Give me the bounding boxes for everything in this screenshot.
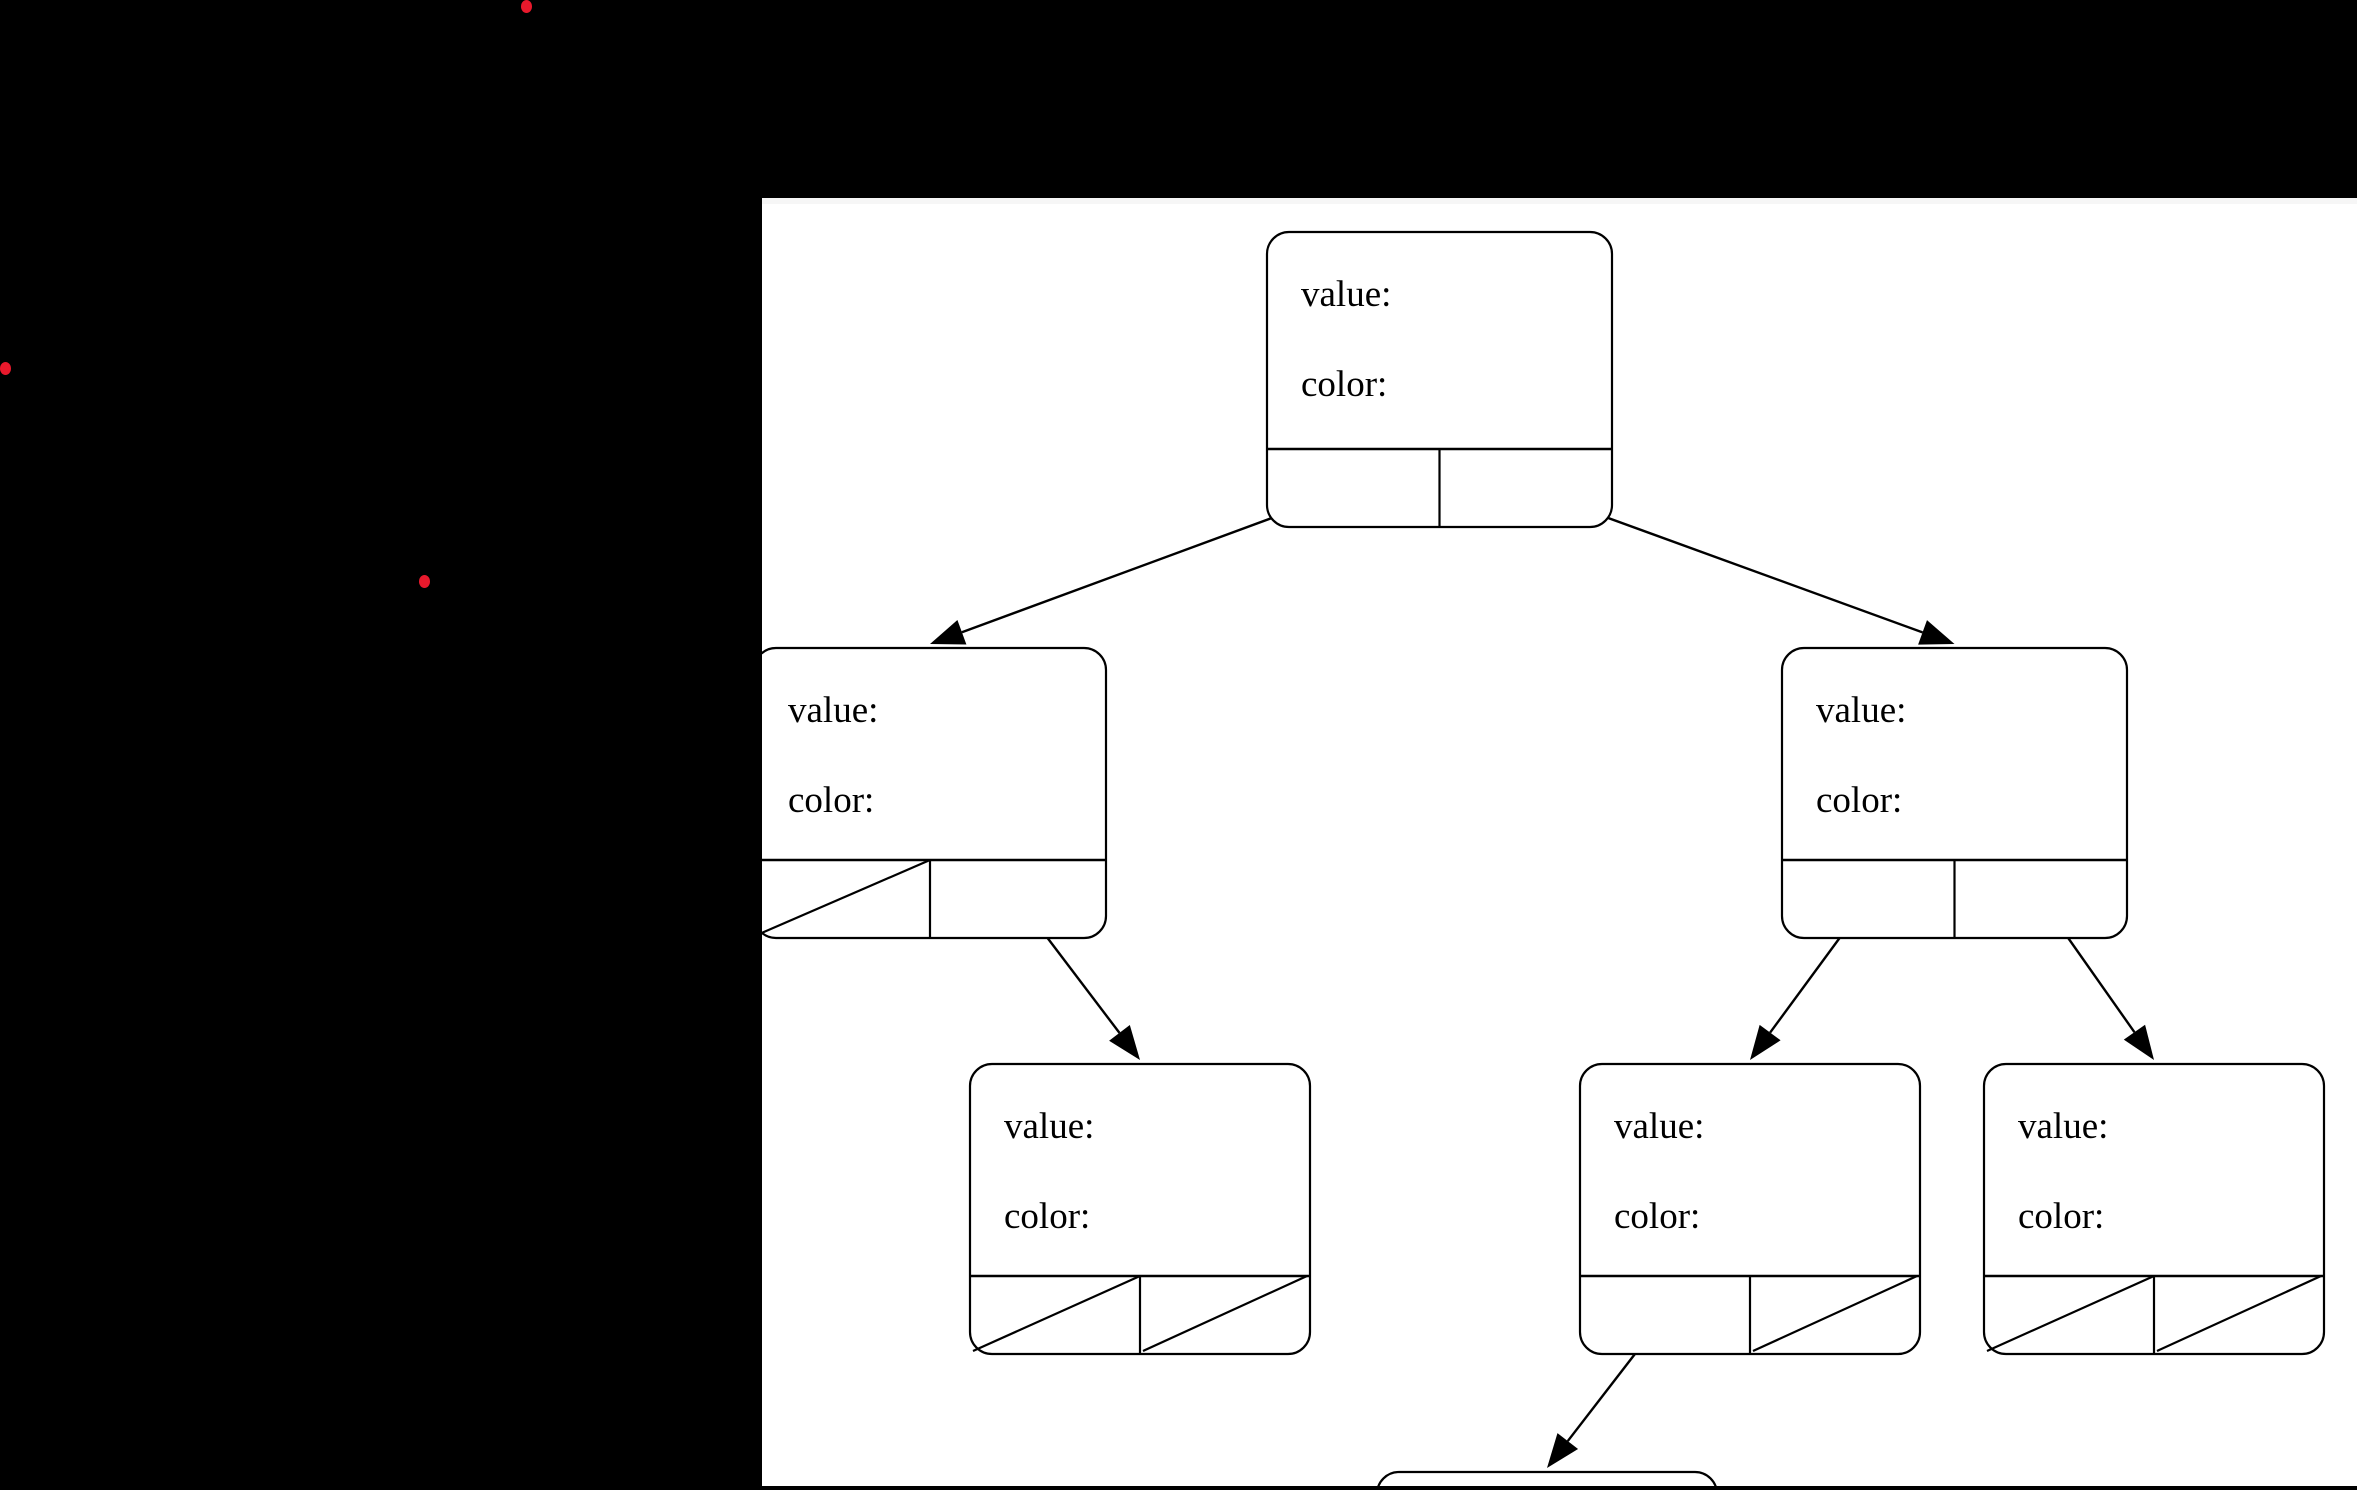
node-left-color-label: color: <box>788 780 874 821</box>
marker-top <box>521 0 532 13</box>
node-right-left[interactable]: value: color: <box>1578 1062 1922 1356</box>
node-right-left-left[interactable]: value:color: <box>1377 1470 1717 1486</box>
node-layer: value: color: value: color: value: color: valu… <box>762 230 2326 1486</box>
node-right-left-color-label: color: <box>1614 1196 1700 1237</box>
node-left[interactable]: value: color: <box>762 646 1108 940</box>
marker-middle <box>419 575 430 588</box>
node-right-color-label: color: <box>1816 780 1902 821</box>
node-right-value-label: value: <box>1816 690 1906 731</box>
edge-right-to-right-left-arrowhead <box>1750 1024 1781 1060</box>
edge-root-to-right-arrowhead <box>1918 620 1955 645</box>
edge-right-to-right-right-arrowhead <box>2123 1024 2154 1060</box>
node-left-right[interactable]: value: color: <box>968 1062 1312 1356</box>
node-right-right-color-label: color: <box>2018 1196 2104 1237</box>
node-left-right-right-null-slash <box>1142 1274 1308 1353</box>
edge-left-to-left-right-arrowhead <box>1109 1025 1140 1060</box>
diagram-canvas-panel[interactable]: value: color: value: color: value: color: valu… <box>762 204 2357 1486</box>
binary-tree-diagram: value: color: value: color: value: color: valu… <box>762 230 2326 1486</box>
node-right-right[interactable]: value: color: <box>1982 1062 2326 1356</box>
node-root[interactable]: value: color: <box>1265 230 1614 529</box>
node-right-right-right-null-slash <box>2156 1274 2322 1353</box>
node-left-right-left-null-slash <box>972 1274 1141 1353</box>
edge-right-left-to-child-arrowhead <box>1547 1433 1579 1468</box>
node-left-left-null-slash <box>762 858 931 935</box>
node-right-right-left-null-slash <box>1986 1274 2155 1353</box>
node-root-value-label: value: <box>1301 274 1391 315</box>
node-right[interactable]: value: color: <box>1780 646 2129 940</box>
marker-left <box>0 362 11 375</box>
node-right-right-value-label: value: <box>2018 1106 2108 1147</box>
node-left-right-color-label: color: <box>1004 1196 1090 1237</box>
node-right-left-right-null-slash <box>1752 1274 1918 1353</box>
node-left-value-label: value: <box>788 690 878 731</box>
edge-root-to-left-arrowhead <box>930 620 967 645</box>
node-right-left-value-label: value: <box>1614 1106 1704 1147</box>
node-right-left-left-box[interactable] <box>1377 1470 1717 1486</box>
node-left-right-value-label: value: <box>1004 1106 1094 1147</box>
node-root-color-label: color: <box>1301 364 1387 405</box>
